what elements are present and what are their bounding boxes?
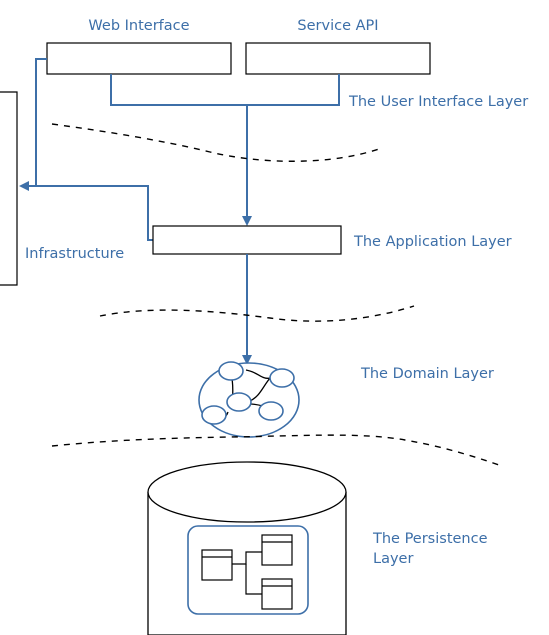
domain-layer-label: The Domain Layer <box>360 366 494 382</box>
ui-layer-connector <box>110 74 340 106</box>
infrastructure-label: Infrastructure <box>25 246 124 262</box>
application-layer-label: The Application Layer <box>353 234 512 250</box>
infrastructure-box <box>0 91 18 286</box>
ui-layer-label: The User Interface Layer <box>348 94 528 110</box>
persistence-layer-label-line1: The Persistence <box>372 531 488 547</box>
service-api-box <box>245 42 431 75</box>
web-interface-box <box>46 42 232 75</box>
separator-ui-application <box>51 123 383 162</box>
persistence-layer-label-line2: Layer <box>373 551 413 567</box>
web-to-infrastructure-arrow <box>19 58 47 191</box>
application-layer-box <box>152 225 342 255</box>
persistence-schema-icon <box>187 525 309 615</box>
web-interface-label: Web Interface <box>88 18 189 34</box>
domain-model-icon <box>198 361 300 438</box>
separator-application-domain <box>99 305 415 322</box>
separator-domain-persistence <box>51 434 503 467</box>
application-to-infrastructure-line <box>30 185 153 241</box>
service-api-label: Service API <box>297 18 378 34</box>
